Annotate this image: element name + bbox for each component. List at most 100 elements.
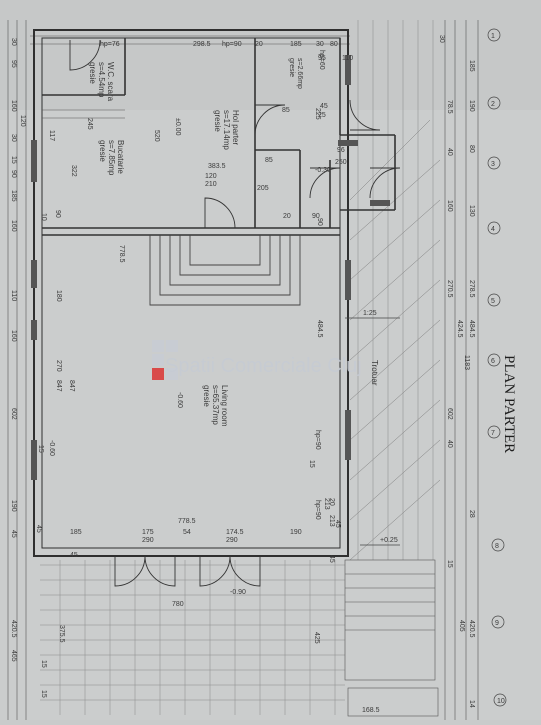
plan-title: PLAN PARTER — [501, 355, 517, 453]
dims_far_right-dim: 185 — [468, 60, 475, 72]
terrace-steps — [344, 559, 439, 717]
level-living-text: -0.60 — [176, 392, 183, 408]
dims_left_inner-dim: 15 — [40, 690, 47, 698]
dims_top-dim: 185 — [290, 41, 302, 48]
dimension-lines-left — [7, 20, 27, 720]
dimension-lines-top — [30, 35, 350, 45]
room-wc-finish: gresie — [88, 62, 97, 84]
dims_top-dim: hp=76 — [100, 41, 120, 48]
dims_left_outer-dim: 160 — [10, 220, 17, 232]
plan-title-text: PLAN PARTER — [501, 355, 517, 453]
dims_far_right-dim: 80 — [468, 145, 475, 153]
dims_horiz_bottom-dim: 778.5 — [178, 518, 196, 525]
axis_numbers-dim: 3 — [491, 161, 495, 168]
dims_far_right-dim: 14 — [468, 700, 475, 708]
dims_right_outer-dim: 40 — [446, 148, 453, 156]
dims_left_outer-dim: 602 — [10, 408, 17, 420]
dims_far_right-dim: 278.5 — [468, 280, 475, 298]
dims_left_inner-dim: 213 — [323, 498, 330, 510]
dims_left_outer-dim: 160 — [10, 330, 17, 342]
dims_right_outer-dim: 15 — [446, 560, 453, 568]
dims_mid-dim: 90 — [312, 213, 320, 220]
level-entry-text: -0.30 — [315, 167, 331, 174]
dims_top-dim: 30 — [316, 41, 324, 48]
room-living: Living room s=65.37mp gresie — [202, 385, 229, 427]
dims_left_inner-dim: 245 — [86, 118, 93, 130]
dims_mid-dim: 85 — [282, 107, 290, 114]
dims_mid-dim: 205 — [257, 185, 269, 192]
room-wc: W.C. scara s=4.54mp gresie — [88, 62, 115, 102]
dims_center-dim: 847 — [68, 380, 75, 392]
stepped-platform — [149, 235, 301, 306]
doors — [69, 39, 401, 587]
dims_right-dim: 213 — [328, 515, 335, 527]
room-small: s=2.66mp gresie — [288, 58, 303, 89]
dims_left_inner-dim: 90 — [54, 210, 61, 218]
dims_far_right-dim: 28 — [468, 510, 475, 518]
dims_left_inner-dim: 847 — [55, 380, 62, 392]
dims_right_outer-dim: 160 — [446, 200, 453, 212]
dims_left_outer-dim: 420.5 — [10, 620, 17, 638]
level-slope-text: 1:25 — [363, 310, 377, 317]
axis_numbers-dim: 2 — [491, 101, 495, 108]
dims_far_right-dim: 190 — [468, 100, 475, 112]
dims_horiz_bottom-dim: 290 — [226, 537, 238, 544]
axis_numbers-dim: 1 — [491, 33, 495, 40]
dims_top-dim: 298.5 — [193, 41, 211, 48]
dims_left_outer-dim: 110 — [10, 290, 17, 301]
room-bucatarie: Bucatarie s=7.85mp gresie — [98, 140, 125, 176]
trotuar-paving — [349, 119, 441, 561]
dims_center-dim: 520 — [153, 130, 160, 142]
dims_left_outer-dim: 95 — [10, 60, 17, 68]
trotuar-grid — [357, 20, 434, 560]
room-bucatarie-area: s=7.85mp — [107, 140, 116, 176]
dims_right-dim: 45 — [328, 555, 335, 563]
dims_horiz_bottom-dim: 780 — [172, 601, 184, 608]
room-living-area: s=65.37mp — [211, 385, 220, 425]
dims_right_outer-dim: 40 — [446, 440, 453, 448]
stair-lines — [42, 109, 125, 119]
dims_left_outer-dim: 30 — [10, 38, 17, 46]
dims_horiz_bottom-dim: 185 — [70, 529, 82, 536]
dims_horiz_bottom-dim: 175 — [142, 529, 154, 536]
dims_far_right-dim: 420.5 — [468, 620, 475, 638]
axis_numbers-dim: 6 — [491, 358, 495, 365]
room-trotuar-name: Trotuar — [370, 360, 379, 386]
dims_mid-dim: 45 — [320, 103, 328, 110]
dims_horiz_bottom-dim: 190 — [290, 529, 302, 536]
level-yard-text: -0.90 — [230, 589, 246, 596]
room-living-name: Living room — [220, 385, 229, 427]
dims_mid-dim: 110 — [342, 55, 353, 62]
room-living-finish: gresie — [202, 385, 211, 407]
dims_right_outer-dim: 1183 — [463, 355, 470, 370]
dims_right-dim: 45 — [334, 520, 341, 528]
dims_horiz_bottom-dim: 54 — [183, 529, 191, 536]
windows — [31, 55, 390, 480]
axis_numbers-dim: 5 — [491, 298, 495, 305]
dims_horiz_bottom-dim: 45 — [70, 552, 78, 559]
axis_numbers-dim: 8 — [495, 543, 499, 550]
dims_far_right-dim: 484.5 — [468, 320, 475, 338]
dims_mid-dim: 120 — [205, 173, 217, 180]
axis_numbers-dim: 4 — [491, 226, 495, 233]
room-hol-area: s=17.14mp — [222, 110, 231, 150]
dims_horiz_bottom-dim: 290 — [142, 537, 154, 544]
level-living: -0.60 — [176, 392, 183, 408]
axis_numbers-dim: 7 — [491, 430, 495, 437]
axis_numbers-dim: 10 — [497, 698, 505, 705]
dims_right_outer-dim: 270.5 — [446, 280, 453, 298]
room-hol-finish: gresie — [213, 110, 222, 132]
dims_left_inner-dim: 270 — [55, 360, 62, 372]
room-small-finish: gresie — [288, 58, 295, 77]
dims_mid-dim: 383.5 — [208, 163, 226, 170]
dims_mid-dim: 250 — [335, 159, 347, 166]
level-hol: ±0.00 — [174, 118, 181, 136]
dims_right-dim: hp=90 — [314, 500, 321, 520]
dims_horiz_bottom-dim: 168.5 — [362, 707, 380, 714]
dims_mid-dim: 85 — [265, 157, 273, 164]
room-wc-area: s=4.54mp — [97, 62, 106, 98]
dims_left_inner-dim: 322 — [70, 165, 77, 177]
dims_right_outer-dim: 602 — [446, 408, 453, 420]
